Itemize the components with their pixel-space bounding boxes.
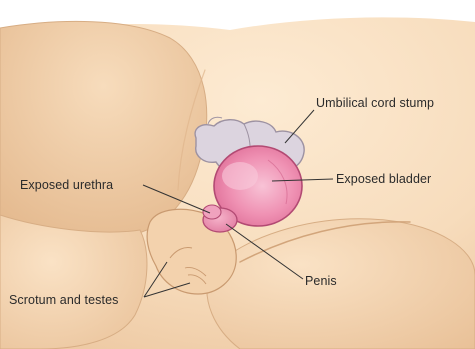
left-leg <box>0 21 207 237</box>
bladder-highlight <box>222 162 258 190</box>
label-scrotum-and-testes: Scrotum and testes <box>9 294 119 307</box>
label-exposed-urethra: Exposed urethra <box>20 179 113 192</box>
label-exposed-bladder: Exposed bladder <box>336 173 431 186</box>
penis-glans <box>203 205 221 219</box>
label-penis: Penis <box>305 275 337 288</box>
label-umbilical-cord-stump: Umbilical cord stump <box>316 97 434 110</box>
